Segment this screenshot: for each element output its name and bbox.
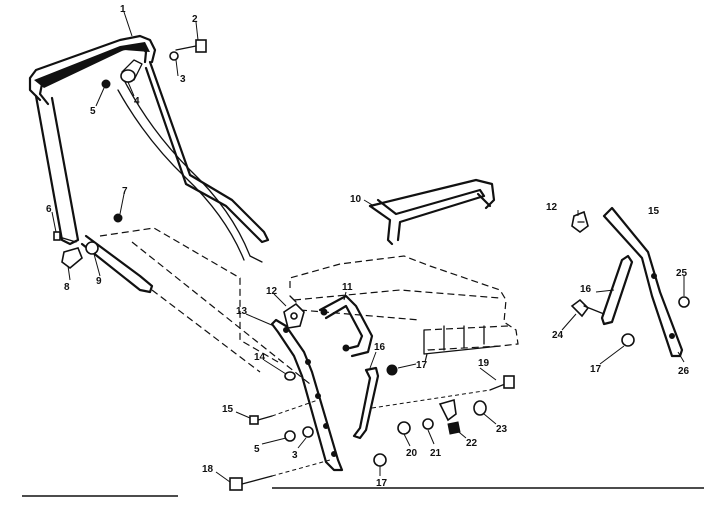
bolt-24 (570, 298, 605, 318)
nut-5-bottom (284, 430, 296, 442)
callout-16-right: 16 (580, 284, 592, 295)
callout-4: 4 (134, 96, 140, 107)
callout-12-center: 12 (266, 286, 278, 297)
callout-18: 18 (202, 464, 214, 475)
callout-15-right: 15 (648, 206, 660, 217)
link-16-center (352, 366, 380, 440)
washer-25 (678, 296, 690, 308)
callout-24: 24 (552, 330, 564, 341)
lower-left-handle (80, 227, 311, 385)
callout-7: 7 (122, 186, 128, 197)
callout-16-center: 16 (374, 342, 386, 353)
knob-8 (61, 247, 83, 270)
upper-handle (28, 34, 270, 246)
callout-8: 8 (64, 282, 70, 293)
bolt-2 (175, 39, 207, 53)
callout-11: 11 (342, 282, 353, 293)
leader-lines (51, 11, 685, 483)
nut-7 (113, 213, 123, 223)
nut-5-top (101, 79, 111, 89)
bracket-11 (318, 294, 374, 358)
callout-6: 6 (46, 204, 52, 215)
callout-20: 20 (406, 448, 418, 459)
callout-12-right: 12 (546, 202, 558, 213)
callout-19: 19 (478, 358, 490, 369)
lower-right-handle (270, 318, 344, 472)
bolt-6 (53, 231, 77, 243)
callout-22: 22 (466, 438, 478, 449)
callout-2: 2 (192, 14, 198, 25)
callout-14: 14 (254, 352, 266, 363)
callout-1: 1 (120, 4, 126, 15)
callout-5-bottom: 5 (254, 444, 260, 455)
spacer-17-bottom (373, 453, 387, 467)
callout-23: 23 (496, 424, 508, 435)
callout-5: 5 (90, 106, 96, 117)
knob-23 (473, 400, 487, 416)
link-16-right (600, 254, 634, 326)
callout-3: 3 (180, 74, 186, 85)
bolt-19 (489, 375, 515, 391)
callout-17-center: 17 (416, 360, 428, 371)
bolt-15 (249, 415, 273, 425)
callout-17-right: 17 (590, 364, 602, 375)
callout-3-bottom: 3 (292, 450, 298, 461)
washer-9 (85, 241, 99, 255)
spacer-17-right (621, 333, 635, 347)
callout-17-bottom: 17 (376, 478, 388, 489)
washer-3-top (169, 51, 179, 61)
callout-15-left: 15 (222, 404, 234, 415)
callout-25: 25 (676, 268, 688, 279)
spacer-17-center (386, 364, 398, 376)
callout-10: 10 (350, 194, 362, 205)
callout-labels: 1 2 3 4 5 6 7 8 9 10 11 12 12 13 14 15 1… (46, 4, 690, 489)
control-rod (117, 59, 263, 263)
handle-15-right (602, 206, 684, 358)
bracket-12-center (283, 295, 305, 329)
callout-21: 21 (430, 448, 442, 459)
bag-frame-10 (368, 178, 496, 246)
callout-26: 26 (678, 366, 690, 377)
washer-20 (397, 421, 411, 435)
washer-3-bottom (302, 426, 314, 438)
spacer-21 (422, 418, 434, 430)
elbow-22 (438, 398, 461, 435)
bracket-12-right (571, 210, 589, 233)
bolt-18 (229, 475, 273, 491)
callout-13: 13 (236, 306, 248, 317)
callout-9: 9 (96, 276, 102, 287)
